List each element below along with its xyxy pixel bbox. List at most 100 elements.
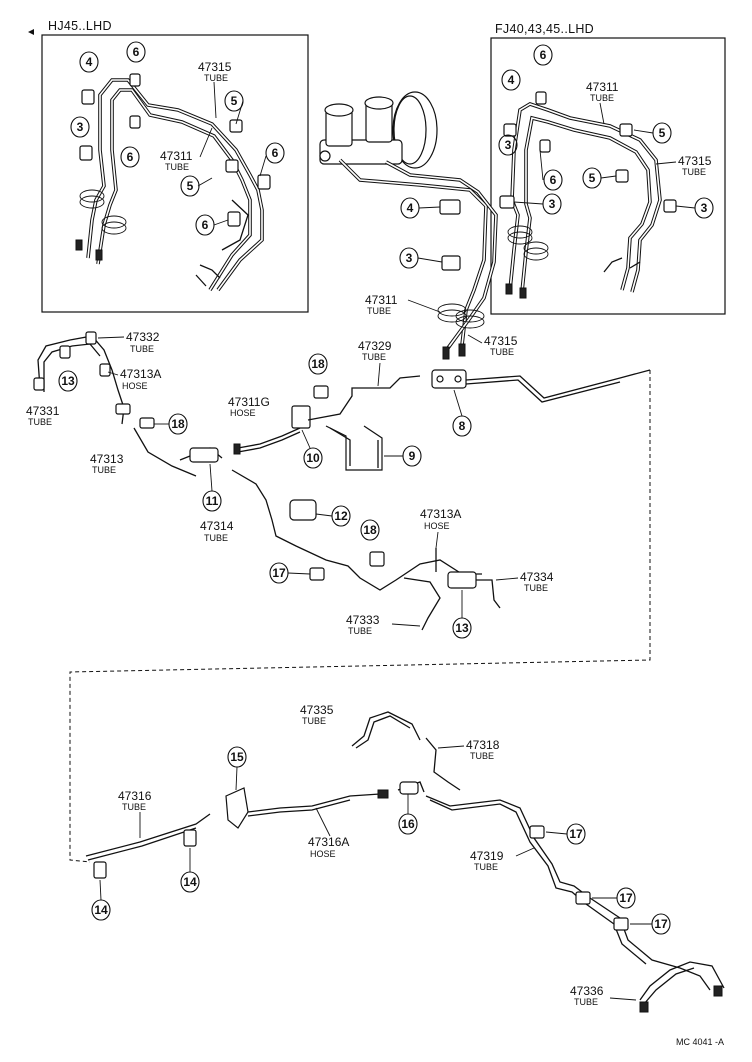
tube-47319 (425, 795, 711, 991)
label-47336: 47336 (570, 984, 604, 998)
callout-8: 8 (452, 415, 472, 437)
inset-hj45-tubes (75, 78, 264, 292)
inset-fj40-frame (490, 37, 726, 315)
label-47313a-left: 47313A (120, 367, 161, 381)
label-47318: 47318 (466, 738, 500, 752)
callout-18-left: 18 (168, 413, 188, 435)
label-47315-fj40: 47315 (678, 154, 712, 168)
label-47333: 47333 (346, 613, 380, 627)
label-47311-hj45-type: TUBE (165, 162, 189, 172)
svg-text:5: 5 (659, 126, 666, 140)
svg-text:17: 17 (272, 566, 286, 580)
left-front-assembly (33, 331, 223, 477)
label-47315-hj45: 47315 (198, 60, 232, 74)
label-47311-hj45: 47311 (160, 149, 193, 163)
label-47315-hj45-type: TUBE (204, 73, 228, 83)
label-47316-type: TUBE (122, 802, 146, 812)
label-47331-type: TUBE (28, 417, 52, 427)
callout-fj40-3a: 3 (498, 134, 518, 156)
svg-text:10: 10 (306, 451, 320, 465)
callout-hj45-6a: 6 (126, 41, 146, 63)
label-47329-type: TUBE (362, 352, 386, 362)
label-47311-fj40-type: TUBE (590, 93, 614, 103)
label-47332-type: TUBE (130, 344, 154, 354)
tube-47336 (639, 961, 725, 1001)
label-47331: 47331 (26, 404, 60, 418)
tube-47329 (307, 375, 421, 421)
callout-main-3: 3 (399, 247, 419, 269)
label-47311g: 47311G (228, 395, 270, 409)
svg-text:6: 6 (127, 150, 134, 164)
svg-text:13: 13 (455, 621, 469, 635)
front-main-tubes (338, 158, 498, 360)
callout-18-right: 18 (360, 519, 380, 541)
svg-text:5: 5 (187, 179, 194, 193)
svg-text:8: 8 (459, 419, 466, 433)
svg-text:13: 13 (61, 374, 75, 388)
inset-hj45-title: HJ45..LHD (48, 19, 112, 33)
bracket-9 (325, 425, 383, 471)
hose-47311g (237, 427, 301, 449)
label-47335-type: TUBE (302, 716, 326, 726)
callout-fj40-5b: 5 (582, 167, 602, 189)
label-47333-type: TUBE (348, 626, 372, 636)
svg-text:18: 18 (171, 417, 185, 431)
callout-hj45-3: 3 (70, 116, 90, 138)
svg-text:3: 3 (406, 251, 413, 265)
tube-47335 (351, 711, 421, 747)
callout-11: 11 (202, 490, 222, 512)
svg-text:5: 5 (589, 171, 596, 185)
svg-text:6: 6 (272, 146, 279, 160)
svg-text:17: 17 (619, 891, 633, 905)
svg-text:16: 16 (401, 817, 415, 831)
label-47334-type: TUBE (524, 583, 548, 593)
label-47311-main-type: TUBE (367, 306, 391, 316)
inset-fj40-title: FJ40,43,45..LHD (495, 22, 594, 36)
label-47316: 47316 (118, 789, 152, 803)
label-47315-fj40-type: TUBE (682, 167, 706, 177)
label-47335: 47335 (300, 703, 334, 717)
label-47313a-right: 47313A (420, 507, 461, 521)
svg-text:18: 18 (363, 523, 377, 537)
tube-47314 (231, 469, 482, 591)
svg-text:14: 14 (94, 903, 108, 917)
svg-text:14: 14 (183, 875, 197, 889)
callout-fj40-3b: 3 (542, 193, 562, 215)
label-47313-type: TUBE (92, 465, 116, 475)
callout-hj45-6d: 6 (195, 214, 215, 236)
label-47329: 47329 (358, 339, 392, 353)
svg-text:5: 5 (231, 94, 238, 108)
label-47316a: 47316A (308, 835, 349, 849)
inset-hj45-frame (41, 34, 309, 313)
svg-text:6: 6 (540, 48, 547, 62)
callout-fj40-6b: 6 (543, 169, 563, 191)
svg-text:15: 15 (230, 750, 244, 764)
continuation-dashed-line (69, 370, 651, 863)
label-47319-type: TUBE (474, 862, 498, 872)
callout-hj45-5b: 5 (180, 175, 200, 197)
callout-12: 12 (331, 505, 351, 527)
label-47313: 47313 (90, 452, 124, 466)
svg-text:11: 11 (206, 494, 219, 508)
callout-17-mid: 17 (269, 562, 289, 584)
label-47336-type: TUBE (574, 997, 598, 1007)
label-47332: 47332 (126, 330, 160, 344)
label-47313a-left-type: HOSE (122, 381, 148, 391)
svg-text:6: 6 (550, 173, 557, 187)
inset-fj40-clamps (499, 91, 677, 213)
callout-10: 10 (303, 447, 323, 469)
junction-8 (431, 369, 467, 389)
callout-hj45-5a: 5 (224, 90, 244, 112)
callout-17-b: 17 (616, 887, 636, 909)
svg-text:17: 17 (654, 917, 668, 931)
callout-hj45-6c: 6 (265, 142, 285, 164)
callout-fj40-4: 4 (501, 69, 521, 91)
label-47311-main: 47311 (365, 293, 398, 307)
svg-text:6: 6 (133, 45, 140, 59)
label-47315-main-type: TUBE (490, 347, 514, 357)
tube-47318 (425, 737, 461, 791)
svg-text:3: 3 (549, 197, 556, 211)
label-47319: 47319 (470, 849, 504, 863)
callout-13-left: 13 (58, 370, 78, 392)
